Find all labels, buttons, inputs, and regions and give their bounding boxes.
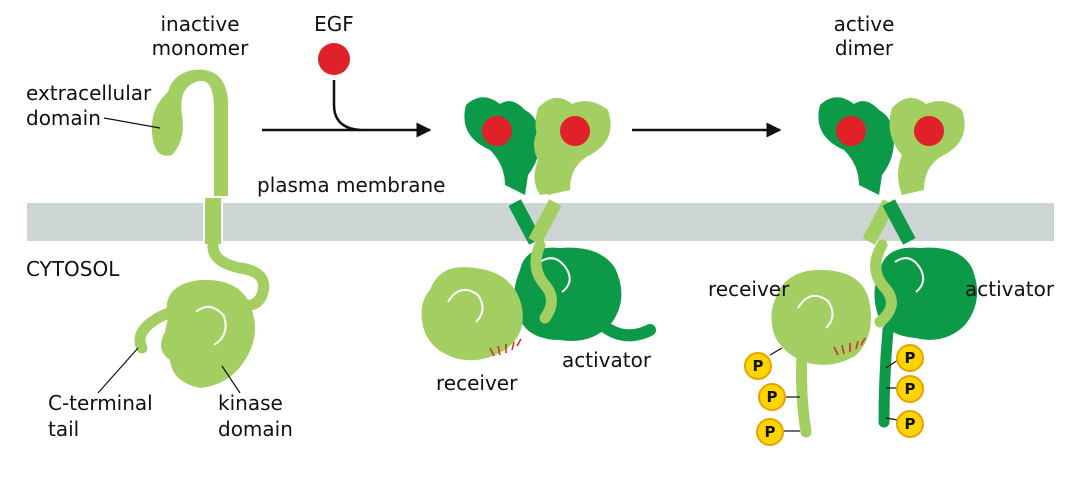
right-activator-kinase [874, 247, 978, 340]
phosphate-group-4: P [896, 344, 924, 372]
middle-contact-sparks [489, 338, 522, 357]
right-receiver-tail [796, 346, 812, 438]
egf-bound-right-icon [560, 116, 590, 146]
label-plasma-membrane: plasma membrane [257, 173, 445, 197]
middle-receiver-fold [447, 288, 484, 323]
extracellular-domain-shape [151, 69, 228, 196]
phospho-connectors [769, 347, 899, 432]
label-activator-middle: activator [562, 348, 652, 372]
right-right-extracellular [889, 97, 965, 195]
right-receiver-kinase [771, 269, 871, 365]
right-receiver-fold [797, 294, 834, 329]
egf-active-left-icon [836, 116, 866, 146]
label-monomer: monomer [152, 36, 249, 60]
right-left-extracellular [818, 97, 894, 195]
inactive-monomer [97, 69, 270, 394]
label-extracellular-domain: domain [26, 106, 101, 130]
middle-tm-light [528, 199, 562, 245]
right-activator-tail [878, 324, 894, 428]
leader-extracellular [103, 117, 161, 129]
label-tail: tail [48, 417, 79, 441]
label-activator-right: activator [965, 277, 1055, 301]
right-activator-fold [894, 257, 925, 293]
middle-dimer [421, 97, 656, 361]
label-inactive: inactive [160, 12, 239, 36]
middle-receiver-kinase [421, 266, 523, 361]
label-active: active [834, 12, 895, 36]
middle-activator-fold [539, 257, 571, 293]
egf-bound-left-icon [482, 116, 512, 146]
label-egf: EGF [314, 12, 354, 36]
label-receiver-middle: receiver [436, 371, 518, 395]
leader-c-terminal [97, 347, 139, 394]
label-extracellular: extracellular [26, 81, 152, 105]
label-cytosol: CYTOSOL [26, 257, 120, 281]
label-kinase: kinase [218, 391, 283, 415]
right-contact-sparks [833, 337, 866, 356]
middle-left-extracellular [464, 97, 540, 195]
label-kinase-domain: domain [218, 417, 293, 441]
egf-ligand-icon [318, 43, 350, 75]
svg-text:P: P [905, 415, 916, 433]
middle-light-linker [530, 239, 557, 324]
svg-text:P: P [765, 423, 776, 441]
egf-approach-line [332, 80, 361, 132]
active-dimer: P P P P P P [744, 97, 978, 446]
svg-text:P: P [753, 357, 764, 375]
right-light-linker [870, 239, 897, 328]
middle-right-extracellular [535, 97, 611, 195]
middle-activator-tail [589, 312, 656, 342]
kinase-domain-shape [161, 279, 255, 388]
egf-binding-arrow [262, 43, 432, 138]
leader-kinase [221, 365, 241, 394]
svg-text:P: P [767, 388, 778, 406]
transmembrane-segment [203, 196, 223, 246]
phosphate-group-3: P [756, 418, 784, 446]
phosphate-group-1: P [744, 352, 772, 380]
phosphate-group-5: P [896, 375, 924, 403]
svg-text:P: P [905, 380, 916, 398]
phosphate-group-6: P [896, 410, 924, 438]
label-receiver-right: receiver [708, 277, 790, 301]
label-dimer: dimer [835, 36, 894, 60]
right-tm-dark [882, 199, 916, 245]
egf-active-right-icon [914, 116, 944, 146]
label-c-terminal: C-terminal [48, 391, 153, 415]
c-terminal-tail-shape [134, 306, 208, 354]
kinase-fold-line [195, 305, 227, 346]
svg-text:P: P [905, 349, 916, 367]
phosphate-group-2: P [758, 383, 786, 411]
